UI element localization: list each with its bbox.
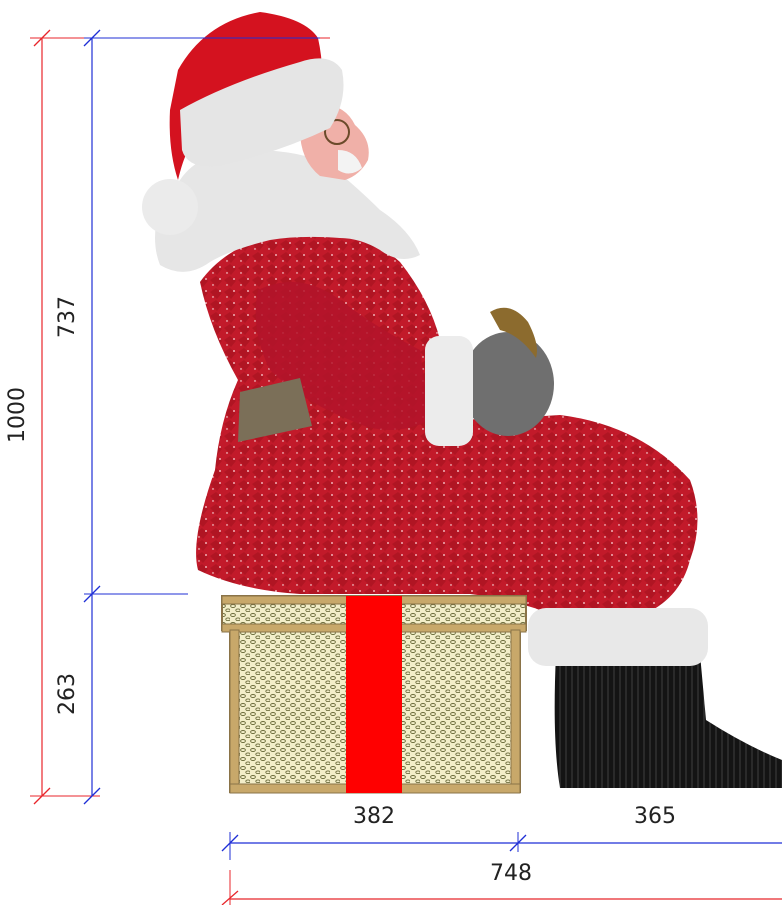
boot-cuff	[528, 608, 708, 666]
dim-total-width: 748	[490, 861, 532, 886]
gift-ribbon	[346, 596, 402, 793]
dim-leg-width: 365	[634, 804, 676, 829]
vertical-dimensions	[30, 29, 330, 805]
dim-total-height: 1000	[5, 387, 30, 443]
dim-seat-height: 263	[55, 673, 80, 715]
santa-beard	[155, 150, 420, 272]
gift-box-frame-right	[510, 629, 521, 793]
hat-pompom-icon	[142, 179, 198, 235]
santa-cuff	[425, 336, 473, 446]
hat-brim	[180, 58, 344, 167]
sack-tie	[490, 307, 537, 358]
santa-figure	[142, 12, 782, 788]
dim-upper-height: 737	[55, 296, 80, 338]
dim-box-width: 382	[353, 804, 395, 829]
glasses-icon	[324, 119, 350, 145]
gift-box-frame-left	[229, 629, 240, 793]
santa-belt	[238, 378, 312, 442]
mustache	[338, 150, 362, 174]
sack-icon	[462, 332, 554, 436]
gift-box	[221, 595, 527, 794]
santa-boot	[554, 654, 782, 788]
horizontal-dimensions	[221, 832, 782, 905]
